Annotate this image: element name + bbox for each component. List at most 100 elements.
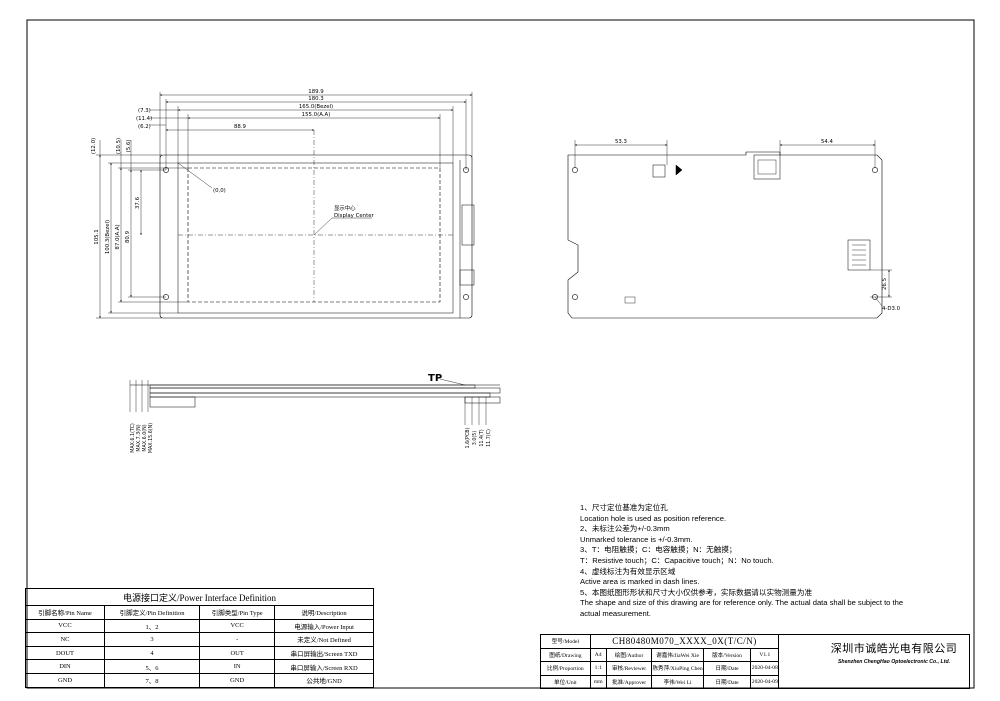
dim-37-6: 37.6 <box>135 196 141 209</box>
table-cell: DIN <box>25 659 105 674</box>
approver-value: 李伟/Wei Li <box>651 674 704 689</box>
table-cell: 5、6 <box>103 659 201 674</box>
date-value: 2020-04-09 <box>750 674 780 689</box>
back-view <box>567 140 892 319</box>
side-dim-right: 1.6(PCB) <box>465 427 471 448</box>
drawing-notes: 1、尺寸定位基准为定位孔 Location hole is used as po… <box>580 503 960 620</box>
table-cell: 7、8 <box>103 672 201 688</box>
table-cell: 4 <box>103 645 201 661</box>
table-header-row: 引脚名称/Pin Name 引脚定义/Pin Definition 引脚类型/P… <box>25 605 374 620</box>
drawing-label: 图纸/Drawing <box>540 647 591 662</box>
column-header: 引脚名称/Pin Name <box>25 605 105 620</box>
note-line: The shape and size of this drawing are f… <box>580 598 904 608</box>
version-label: 版本/Version <box>702 647 752 662</box>
table-cell: 串口屏输入/Screen RXD <box>274 659 374 674</box>
note-line: T：Resistive touch；C：Capacitive touch；N：N… <box>580 555 774 565</box>
note-line: 2、未标注公差为+/-0.3mm <box>580 524 670 534</box>
proportion-value: 1:1 <box>589 661 607 676</box>
table-cell: DOUT <box>25 645 105 661</box>
column-header: 说明/Description <box>274 605 374 620</box>
date-value: 2020-04-08 <box>750 661 780 676</box>
approver-label: 批准/Approver <box>605 674 653 689</box>
table-row: GND 7、8 GND 公共地/GND <box>25 672 374 688</box>
pin-definition-table: 电源接口定义/Power Interface Definition 引脚名称/P… <box>25 588 374 688</box>
touch-panel <box>149 384 476 389</box>
dim-180-3: 180.3 <box>308 96 323 102</box>
dim-53-3: 53.3 <box>615 139 627 145</box>
dim-7-3: (7.3) <box>138 108 151 114</box>
front-view-labels: 189.9 180.3 165.0(Bezel) 155.0(A.A) 88.9… <box>91 89 375 254</box>
table-row: NC 3 - 未定义/Not Defined <box>25 632 374 647</box>
reviewer-value: 陈秀萍/XiuPing Chen <box>651 661 704 676</box>
table-cell: GND <box>25 672 105 688</box>
dim-87-aa: 87.0(A.A) <box>115 224 121 249</box>
table-cell: 串口屏输出/Screen TXD <box>274 645 374 661</box>
dim-100-3-bezel: 100.3(Bezel) <box>105 220 111 254</box>
column-header: 引脚类型/Pin Type <box>199 605 276 620</box>
dim-6-2: (6.2) <box>138 124 151 130</box>
proportion-label: 比例/Proportion <box>540 661 591 676</box>
display-center-en: Display Center <box>334 213 375 219</box>
table-row: DIN 5、6 IN 串口屏输入/Screen RXD <box>25 659 374 674</box>
note-line: actual measurement. <box>580 608 651 618</box>
company-name-en: Shenzhen ChengHao Optoelectronic Co., Lt… <box>837 659 951 665</box>
display-center-cn: 显示中心 <box>334 204 356 212</box>
table-row: DOUT 4 OUT 串口屏输出/Screen TXD <box>25 645 374 661</box>
unit-value: mm <box>589 674 607 689</box>
note-line: Location hole is used as position refere… <box>580 513 727 523</box>
dim-105-1: 105.1 <box>94 229 100 244</box>
bezel-outline <box>177 162 454 314</box>
table-cell: NC <box>25 632 105 647</box>
dim-10-5: (10.5) <box>116 138 122 154</box>
side-dim-left: MAX.15.6(N) <box>148 423 154 453</box>
table-cell: OUT <box>199 645 276 661</box>
note-line: Active area is marked in dash lines. <box>580 577 700 587</box>
table-cell: GND <box>199 672 276 688</box>
side-dim-left: MAX.6.1(TC) <box>130 423 136 453</box>
table-cell: 未定义/Not Defined <box>274 632 374 647</box>
reviewer-label: 审核/Reviewer <box>605 661 653 676</box>
pin-header <box>847 239 871 271</box>
dim-54-4: 54.4 <box>821 139 834 145</box>
date-label: 日期/Date <box>702 661 752 676</box>
table-cell: IN <box>199 659 276 674</box>
side-dim-right: 3.0(5) <box>472 431 478 446</box>
lcd-outline <box>159 154 473 319</box>
date-label: 日期/Date <box>702 674 752 689</box>
table-cell: 3 <box>103 632 201 647</box>
note-line: 3、T：电阻触摸；C：电容触摸；N：无触摸； <box>580 545 737 555</box>
dim-5-6: (5.6) <box>126 140 132 153</box>
side-dim-left: MAX.7.3(N) <box>136 424 142 451</box>
unit-label: 单位/Unit <box>540 674 591 689</box>
version-value: V1.1 <box>750 647 780 662</box>
model-label: 型号/Model <box>540 634 591 649</box>
author-value: 谢嘉伟/JiaWei Xie <box>651 647 704 662</box>
dim-189-9: 189.9 <box>308 89 324 95</box>
table-cell: 电源输入/Power Input <box>274 618 374 634</box>
pin-table-title: 电源接口定义/Power Interface Definition <box>25 588 374 606</box>
dim-11-4: (11.4) <box>136 116 152 122</box>
dim-155-aa: 155.0(A.A) <box>302 112 331 118</box>
title-block: 型号/Model CH80480M070_XXXX_0X(T/C/N) 图纸/D… <box>540 634 970 689</box>
dim-165-bezel: 165.0(Bezel) <box>299 104 333 110</box>
hole-label: 4-D3.0 <box>882 306 901 312</box>
table-row: VCC 1、2 VCC 电源输入/Power Input <box>25 618 374 634</box>
company-name-cn: 深圳市诚皓光电有限公司 <box>830 642 958 655</box>
company-cell <box>778 634 970 689</box>
note-line: Unmarked tolerance is +/-0.3mm. <box>580 534 693 544</box>
origin-label: (0,0) <box>213 188 226 194</box>
column-header: 引脚定义/Pin Definition <box>103 605 201 620</box>
side-dim-right: 11.4(T) <box>479 429 485 446</box>
table-cell: VCC <box>199 618 276 634</box>
table-cell: 1、2 <box>103 618 201 634</box>
note-line: 1、尺寸定位基准为定位孔 <box>580 503 668 512</box>
table-cell: VCC <box>25 618 105 634</box>
table-cell: 公共地/GND <box>274 672 374 688</box>
side-view-labels: TP MAX.6.1(TC) MAX.7.3(N) MAX.6.0(N) MAX… <box>130 373 492 453</box>
front-view <box>96 92 475 319</box>
dim-12-0: (12.0) <box>91 138 97 154</box>
side-dim-right: 11.7(C) <box>486 429 492 447</box>
table-cell: - <box>199 632 276 647</box>
author-label: 绘图/Author <box>605 647 653 662</box>
